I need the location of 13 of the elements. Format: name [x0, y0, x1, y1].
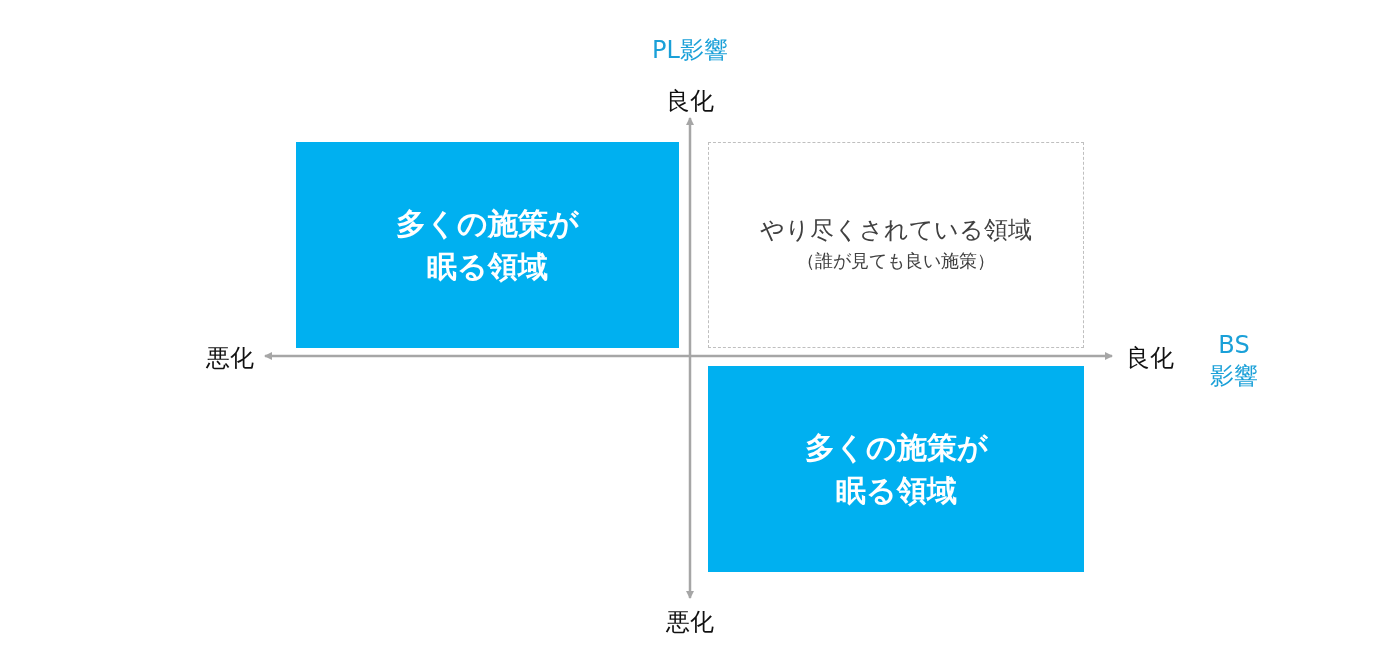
quadrant-note: （誰が見ても良い施策）	[797, 249, 995, 274]
axis-end-label: 悪化	[666, 607, 714, 638]
axis-title: BS影響	[1209, 329, 1259, 392]
axis-end-label: 良化	[666, 86, 714, 117]
axis-end-label: 悪化	[206, 343, 254, 374]
quadrant-panel	[708, 142, 1084, 348]
quadrant-title: やり尽くされている領域	[760, 214, 1032, 246]
quadrant-title: 多くの施策が眠る領域	[803, 428, 989, 510]
quadrant-panel	[708, 366, 1084, 572]
quadrant-title: 多くの施策が眠る領域	[395, 204, 580, 286]
axis-title: PL影響	[652, 35, 728, 66]
axis-end-label: 良化	[1126, 343, 1174, 374]
quadrant-panel	[296, 142, 679, 348]
